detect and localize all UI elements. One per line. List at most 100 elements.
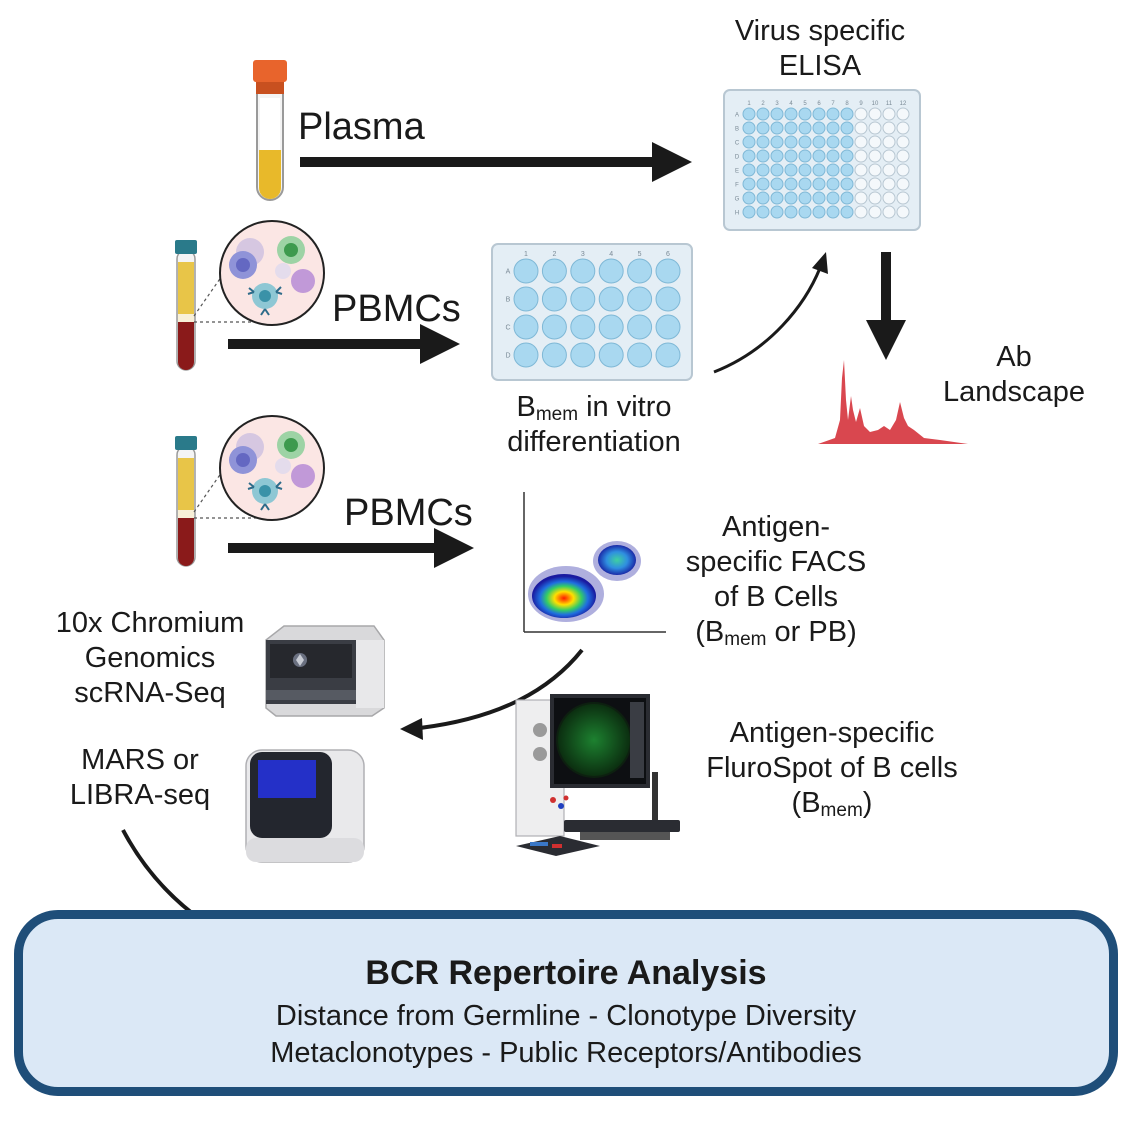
sequencer-instrument-icon	[245, 749, 365, 863]
well-C3	[570, 314, 596, 340]
well-A7	[826, 107, 840, 121]
well-F9	[854, 177, 868, 191]
plate-column-label: 11	[886, 101, 893, 107]
elisa-label-line1: Virus specific	[734, 15, 906, 47]
well-G1	[742, 191, 756, 205]
plate-column-label: 1	[524, 251, 528, 258]
plate-column-label: 10	[872, 101, 879, 107]
well-C7	[826, 135, 840, 149]
well-E10	[868, 163, 882, 177]
well-C2	[541, 314, 567, 340]
well-G8	[840, 191, 854, 205]
well-H11	[882, 205, 896, 219]
plate-column-label: 7	[831, 101, 835, 107]
well-E6	[812, 163, 826, 177]
plate-column-label: 3	[775, 101, 779, 107]
well-F10	[868, 177, 882, 191]
well-C5	[798, 135, 812, 149]
well-F6	[812, 177, 826, 191]
well-C10	[868, 135, 882, 149]
blood-tube-icon-1	[175, 240, 197, 371]
well-B4	[784, 121, 798, 135]
plasma-tube-icon	[253, 60, 287, 201]
ab-landscape-chromatogram-icon	[818, 360, 968, 444]
facs-label-line1: Antigen-	[721, 511, 830, 543]
facs-label-line2: specific FACS	[685, 546, 867, 578]
fluorospot-line3: (Bmem)	[682, 786, 982, 821]
well-C11	[882, 135, 896, 149]
well-C4	[784, 135, 798, 149]
well-H6	[812, 205, 826, 219]
well-H5	[798, 205, 812, 219]
well-G11	[882, 191, 896, 205]
well-E3	[770, 163, 784, 177]
well-A3	[770, 107, 784, 121]
blood-tube-icon-2	[175, 436, 197, 567]
well-G5	[798, 191, 812, 205]
well-C6	[812, 135, 826, 149]
well-B5	[627, 286, 653, 312]
well-B12	[896, 121, 910, 135]
plate-row-label: D	[735, 155, 740, 161]
pbmc-cells-magnified-icon-1	[193, 220, 325, 326]
well-D9	[854, 149, 868, 163]
well-A1	[513, 258, 539, 284]
plate-column-label: 12	[900, 101, 907, 107]
well-D3	[770, 149, 784, 163]
well-G4	[784, 191, 798, 205]
well-A2	[756, 107, 770, 121]
well-C5	[627, 314, 653, 340]
chromium-label-line1: 10x Chromium	[55, 607, 245, 639]
plate-row-label: G	[735, 197, 740, 203]
well-H7	[826, 205, 840, 219]
plate-column-label: 2	[761, 101, 765, 107]
well-D12	[896, 149, 910, 163]
well-E8	[840, 163, 854, 177]
well-D4	[784, 149, 798, 163]
well-G6	[812, 191, 826, 205]
facs-density-plot-icon	[523, 492, 666, 633]
bcr-analysis-box: BCR Repertoire Analysis Distance from Ge…	[14, 910, 1118, 1096]
differentiation-to-elisa-arrow	[713, 267, 822, 374]
well-B7	[826, 121, 840, 135]
well-B8	[840, 121, 854, 135]
well-F11	[882, 177, 896, 191]
ab-landscape-label: Ab Landscape	[914, 340, 1114, 410]
bmem-differentiation-label: Bmem in vitro differentiation	[474, 390, 714, 460]
well-A4	[784, 107, 798, 121]
fluorospot-line2: FluroSpot of B cells	[706, 752, 958, 784]
well-D1	[742, 149, 756, 163]
well-C12	[896, 135, 910, 149]
plate-row-label: C	[505, 325, 510, 332]
well-A9	[854, 107, 868, 121]
fluorospot-reader-icon	[515, 694, 680, 856]
well-F7	[826, 177, 840, 191]
well-D1	[513, 342, 539, 368]
well-A3	[570, 258, 596, 284]
well-F12	[896, 177, 910, 191]
well-A12	[896, 107, 910, 121]
well-B3	[770, 121, 784, 135]
well-F3	[770, 177, 784, 191]
plate-row-label: B	[735, 127, 739, 133]
plate-column-label: 3	[581, 251, 585, 258]
well-H9	[854, 205, 868, 219]
well-A11	[882, 107, 896, 121]
plate-column-label: 6	[817, 101, 821, 107]
plate-column-label: 2	[552, 251, 556, 258]
well-A5	[627, 258, 653, 284]
well-D2	[756, 149, 770, 163]
well-H12	[896, 205, 910, 219]
plate-row-label: A	[735, 113, 739, 119]
plate-column-label: 4	[609, 251, 613, 258]
bcr-line-2: Metaclonotypes - Public Receptors/Antibo…	[270, 1037, 862, 1069]
well-D10	[868, 149, 882, 163]
well-E5	[798, 163, 812, 177]
well-G7	[826, 191, 840, 205]
well-D2	[541, 342, 567, 368]
plate-row-label: B	[506, 297, 511, 304]
plasma-label: Plasma	[298, 106, 425, 148]
bmem-differentiation-line1: Bmem in vitro	[474, 390, 714, 425]
